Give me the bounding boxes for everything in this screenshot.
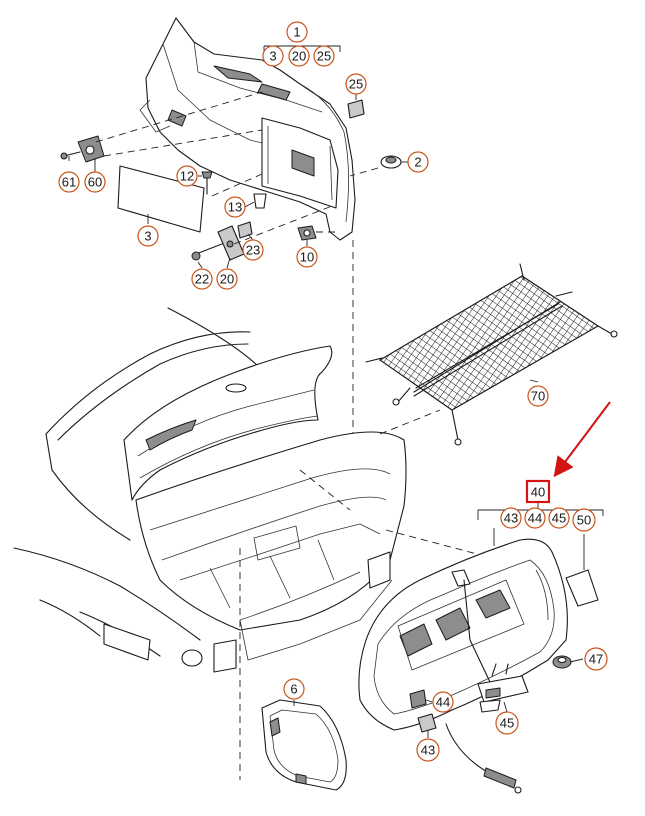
svg-text:70: 70 [531, 389, 545, 404]
callout-12[interactable]: 12 [176, 165, 198, 187]
svg-text:50: 50 [577, 513, 591, 528]
handle-part-45 [477, 663, 529, 713]
bracket-part-20 [191, 221, 253, 261]
svg-text:6: 6 [290, 682, 297, 697]
svg-text:10: 10 [300, 250, 314, 265]
bracket-part-60 [60, 135, 105, 163]
svg-text:12: 12 [180, 169, 194, 184]
callout-47[interactable]: 47 [584, 647, 608, 671]
callout-45[interactable]: 45 [495, 711, 519, 735]
svg-text:45: 45 [500, 716, 514, 731]
trunk-side-trim-panel [139, 17, 356, 241]
screw-part-12 [201, 171, 213, 195]
clip-part-13 [253, 193, 267, 209]
highlight-arrow [553, 401, 611, 478]
callout-61[interactable]: 61 [58, 171, 80, 193]
svg-text:3: 3 [144, 229, 151, 244]
callout-25[interactable]: 25 [345, 73, 367, 95]
svg-text:20: 20 [292, 49, 306, 64]
callout-3[interactable]: 3 [137, 225, 159, 247]
callout-23[interactable]: 23 [242, 239, 264, 261]
callout-45-top[interactable]: 45 [548, 507, 570, 529]
svg-text:25: 25 [317, 49, 331, 64]
callout-43[interactable]: 43 [416, 738, 440, 762]
svg-text:22: 22 [195, 272, 209, 287]
clip-part-25 [347, 99, 365, 119]
callout-1[interactable]: 1 [286, 21, 308, 43]
svg-text:2: 2 [414, 155, 421, 170]
svg-text:44: 44 [528, 511, 542, 526]
svg-text:43: 43 [504, 511, 518, 526]
clip-part-47 [552, 655, 572, 669]
callout-25-top[interactable]: 25 [313, 45, 335, 67]
callout-60[interactable]: 60 [84, 171, 106, 193]
callout-20[interactable]: 20 [216, 268, 238, 290]
callout-2[interactable]: 2 [407, 151, 429, 173]
callout-40[interactable]: 40 [525, 479, 551, 504]
car-body-rear [13, 307, 407, 673]
svg-text:47: 47 [589, 652, 603, 667]
callout-44-top[interactable]: 44 [524, 507, 546, 529]
svg-text:61: 61 [62, 175, 76, 190]
svg-text:45: 45 [552, 511, 566, 526]
callout-10[interactable]: 10 [296, 246, 318, 268]
callout-6[interactable]: 6 [283, 678, 305, 700]
cap-part-50 [565, 569, 599, 607]
svg-text:20: 20 [220, 272, 234, 287]
grommet-part-2 [380, 155, 402, 169]
callout-43-top[interactable]: 43 [500, 507, 522, 529]
svg-text:1: 1 [293, 25, 300, 40]
trunk-lid-trim-part-40 [358, 538, 568, 731]
callout-13[interactable]: 13 [224, 196, 246, 218]
callout-50[interactable]: 50 [572, 508, 596, 532]
nut-part-10 [297, 225, 317, 241]
svg-text:60: 60 [88, 175, 102, 190]
svg-text:25: 25 [349, 77, 363, 92]
svg-text:43: 43 [421, 743, 435, 758]
callout-44[interactable]: 44 [432, 691, 454, 713]
release-cable-lower [445, 723, 511, 787]
svg-text:40: 40 [531, 485, 545, 500]
svg-text:23: 23 [246, 243, 260, 258]
clip-part-44 [409, 689, 427, 709]
callout-70[interactable]: 70 [527, 385, 549, 407]
svg-text:3: 3 [269, 49, 276, 64]
svg-text:44: 44 [436, 695, 450, 710]
callout-3-top[interactable]: 3 [262, 45, 284, 67]
callout-20-top[interactable]: 20 [288, 45, 310, 67]
svg-text:13: 13 [228, 200, 242, 215]
release-cable [463, 579, 491, 683]
cover-part-6 [261, 699, 347, 791]
cargo-net-part-70 [365, 263, 618, 446]
clip-part-43 [417, 713, 437, 733]
callout-22[interactable]: 22 [191, 268, 213, 290]
